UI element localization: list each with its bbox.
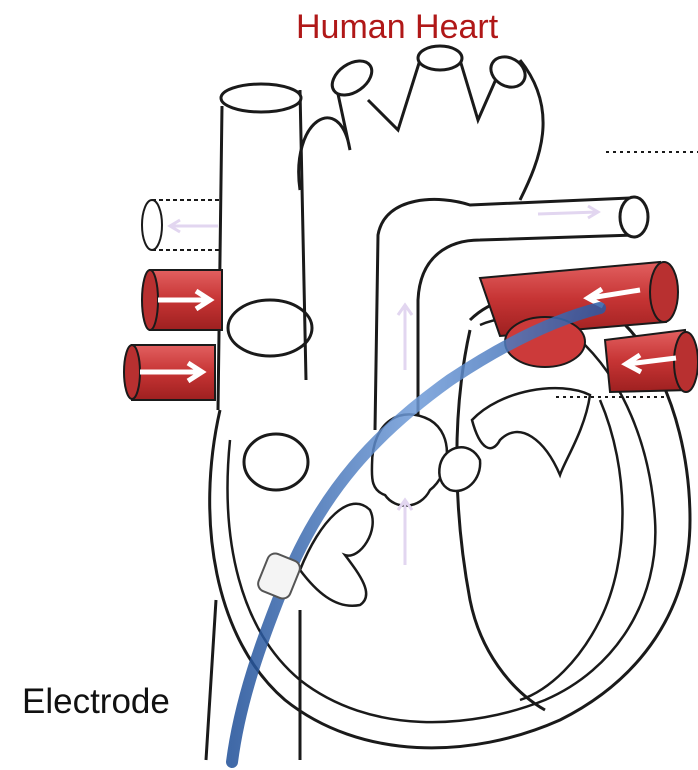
diagram-title: Human Heart bbox=[296, 8, 498, 47]
flow-arrow-left-pulmonary bbox=[170, 220, 218, 232]
flow-arrow-pulmonary bbox=[538, 206, 598, 218]
electrode-label: Electrode bbox=[22, 682, 170, 722]
flow-arrow-valve bbox=[398, 500, 412, 565]
aorta-branch-2 bbox=[418, 46, 462, 70]
aortic-valve bbox=[439, 447, 480, 491]
pulmonary-artery-end bbox=[620, 197, 648, 237]
electrode-lead bbox=[232, 308, 600, 762]
flow-arrow-trunk bbox=[398, 305, 412, 370]
heart-inner-wall bbox=[228, 318, 656, 722]
vena-cava-top bbox=[221, 84, 301, 112]
septum bbox=[457, 330, 545, 710]
vena-cava-ring bbox=[228, 300, 312, 356]
left-pulmonary-artery-end bbox=[142, 200, 162, 250]
fossa-ovalis bbox=[244, 434, 308, 490]
right-pulmonary-vein-upper bbox=[480, 262, 678, 336]
superior-vena-cava bbox=[218, 90, 306, 410]
mitral-valve bbox=[472, 388, 590, 475]
aorta-branch-1 bbox=[326, 54, 378, 102]
